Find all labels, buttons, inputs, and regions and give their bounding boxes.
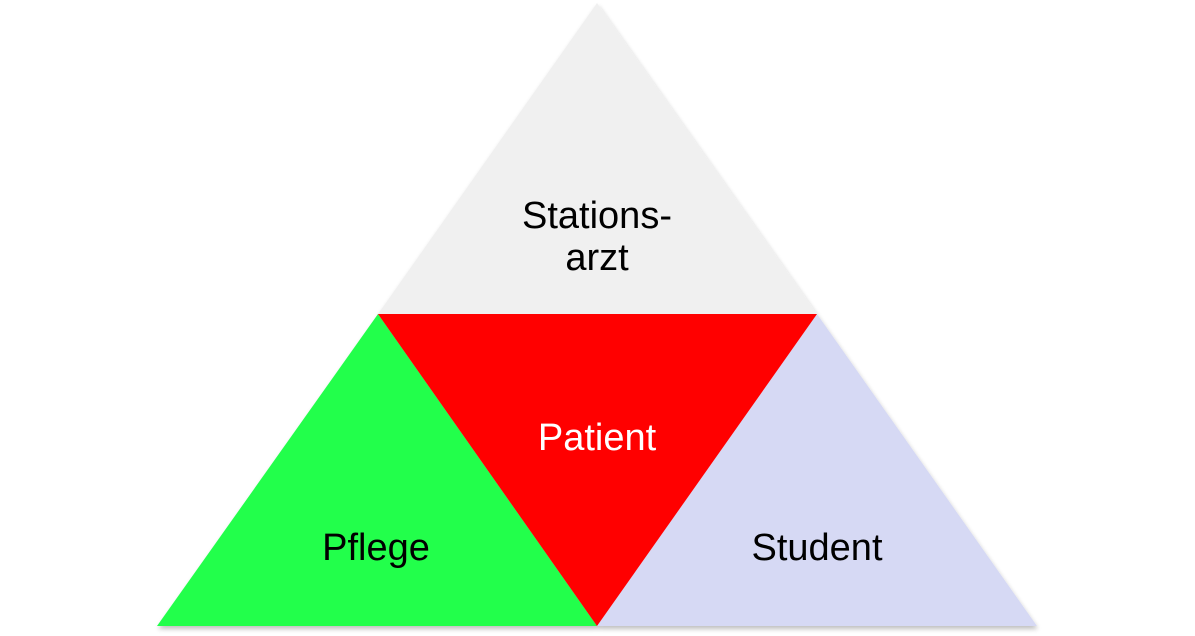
top-segment-label-line1: Stations- <box>522 195 672 237</box>
left-segment-label: Pflege <box>322 527 430 569</box>
center-segment-label: Patient <box>538 417 657 459</box>
top-segment <box>378 3 817 314</box>
left-segment <box>157 314 597 626</box>
center-segment <box>378 314 817 626</box>
right-segment <box>597 314 1037 626</box>
top-segment-label-line2: arzt <box>565 237 629 279</box>
right-segment-label: Student <box>752 527 883 569</box>
